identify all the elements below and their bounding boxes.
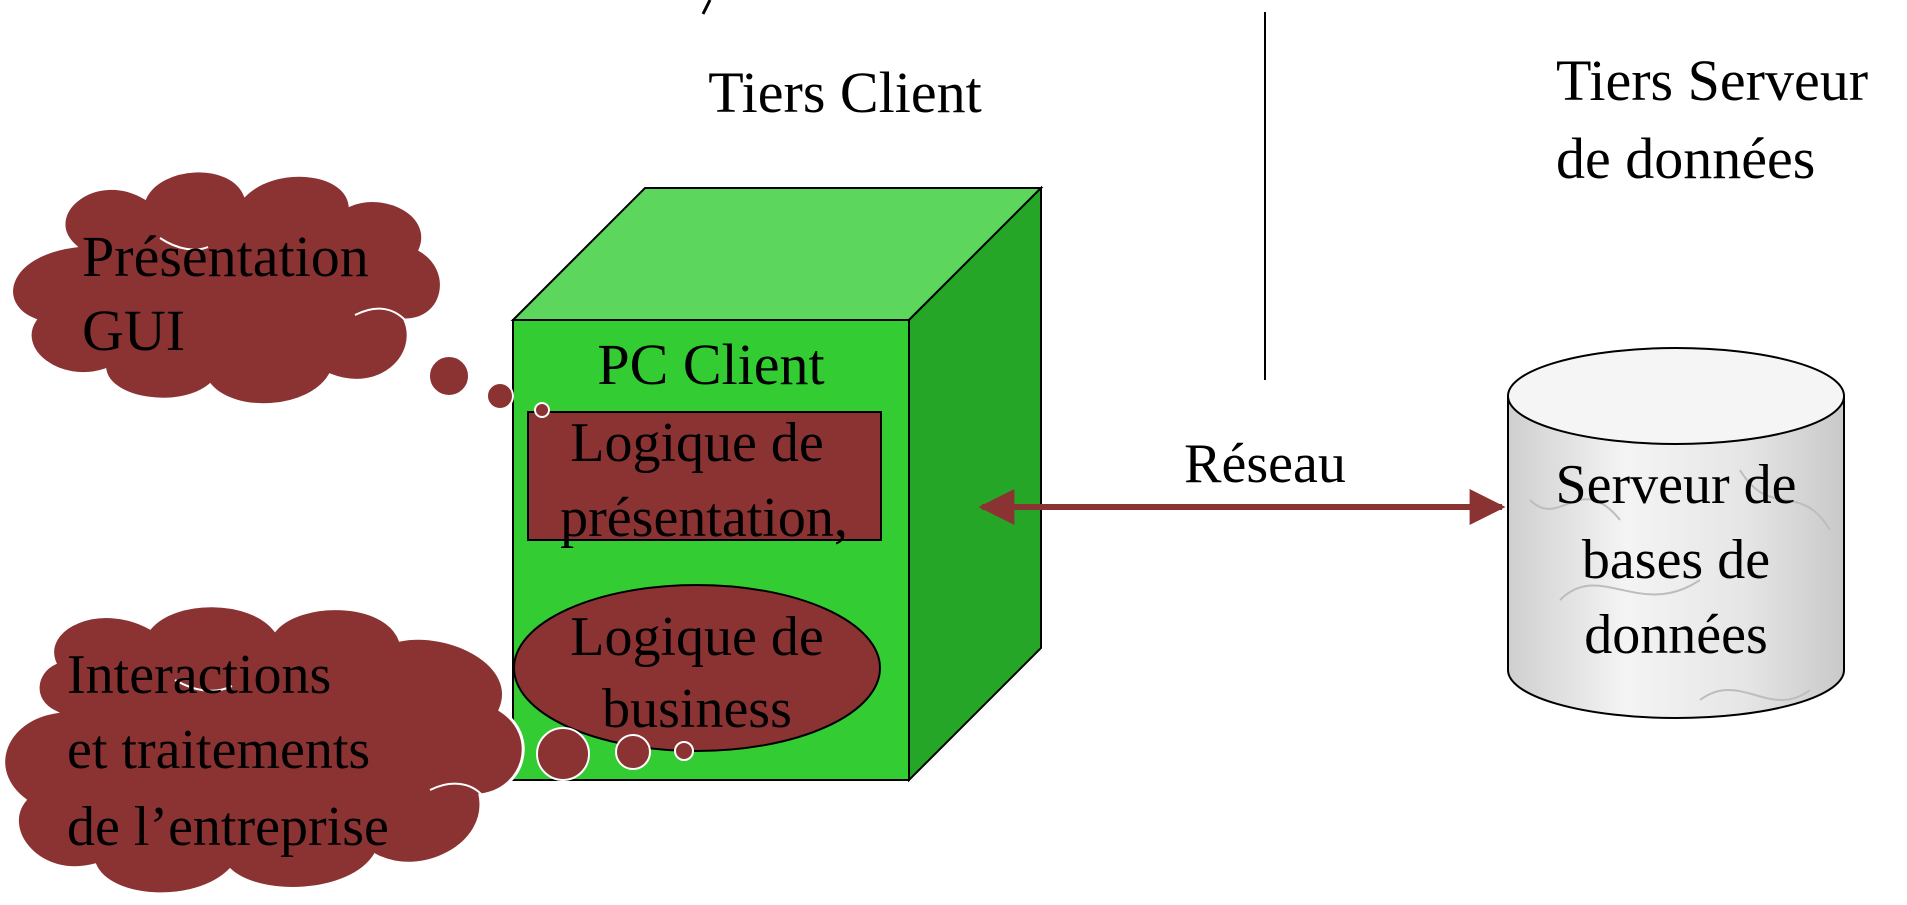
cloud-shape <box>10 169 443 407</box>
interactions-cloud <box>2 604 525 896</box>
presentation-cloud-label: Présentation <box>82 224 369 289</box>
tiers-serveur-label-line2: de données <box>1556 126 1815 191</box>
presentation-logic-box <box>527 411 882 541</box>
cloud-shape <box>2 604 525 896</box>
database-top <box>1507 347 1845 445</box>
business-logic-label-line2: business <box>602 678 792 740</box>
cloud-fold <box>174 679 233 692</box>
interactions-cloud-label: Interactions <box>67 644 331 706</box>
database-label: Serveur de <box>1555 454 1796 516</box>
presentation-logic-label: Logique de <box>570 412 823 474</box>
business-logic-label: Logique de <box>570 606 823 668</box>
business-logic-ellipse <box>513 584 881 752</box>
thought-bubble-medium <box>615 734 651 770</box>
pc-client-label: PC Client <box>597 332 824 397</box>
presentation-cloud-label-line2: GUI <box>82 298 185 363</box>
marble-texture <box>1529 469 1831 701</box>
thought-bubble-small <box>674 741 694 761</box>
interactions-cloud-label-line3: de l’entreprise <box>67 796 389 858</box>
cloud-fold <box>159 237 209 251</box>
presentation-logic-label-line2: présentation, <box>560 487 848 549</box>
interactions-cloud-label-line2: et traitements <box>67 719 370 781</box>
thought-bubble-large <box>428 355 470 397</box>
database-cylinder <box>1507 347 1845 719</box>
cloud-fold <box>429 782 483 796</box>
database-body <box>1507 395 1845 719</box>
presentation-gui-cloud <box>10 169 443 407</box>
reseau-label: Réseau <box>1184 433 1346 495</box>
tiers-serveur-label: Tiers Serveur <box>1556 48 1868 113</box>
database-label-line3: données <box>1584 604 1768 666</box>
cropped-glyph <box>701 0 712 15</box>
tiers-client-label: Tiers Client <box>708 60 981 125</box>
thought-bubble-large <box>536 727 590 781</box>
thought-bubble-medium <box>486 382 514 410</box>
pc-client-cube <box>510 185 1044 783</box>
thought-bubble-small <box>534 402 550 418</box>
cloud-fold <box>354 307 406 321</box>
database-label-line2: bases de <box>1582 529 1770 591</box>
